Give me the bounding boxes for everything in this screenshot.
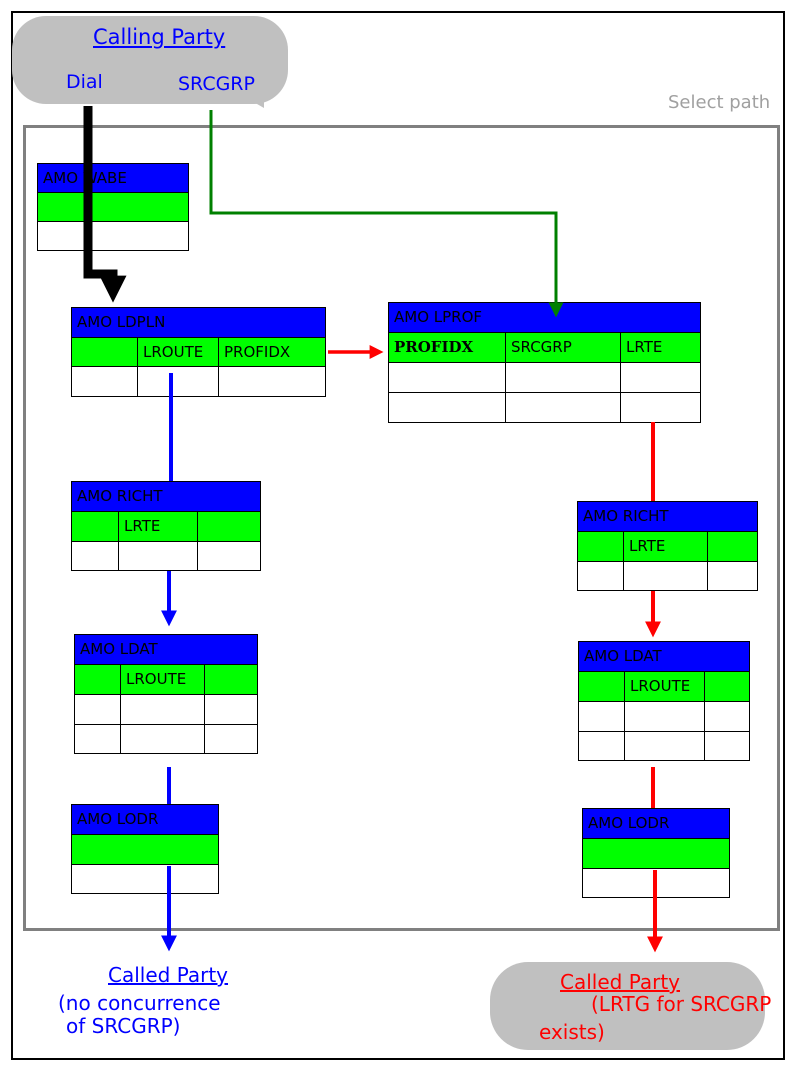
called-party-right-title: Called Party xyxy=(560,970,681,994)
outer-frame xyxy=(11,11,785,1060)
dial-label: Dial xyxy=(66,71,103,93)
table-cell xyxy=(71,366,138,397)
table-cell: PROFIDX xyxy=(388,332,506,363)
table-cell xyxy=(71,337,138,367)
table-cell: PROFIDX xyxy=(218,337,326,367)
table-header: AMO LODR xyxy=(582,808,730,839)
table-cell xyxy=(624,731,705,761)
calling-party-title: Calling Party xyxy=(93,25,226,49)
table-cell xyxy=(71,511,119,542)
table-cell xyxy=(218,366,326,397)
table-header: AMO LDPLN xyxy=(71,307,326,338)
table-cell xyxy=(704,671,750,702)
table-cell xyxy=(707,531,758,562)
table-row xyxy=(37,221,189,251)
table-row xyxy=(71,864,219,894)
table-cell xyxy=(197,541,261,571)
table-cell xyxy=(74,724,121,754)
table-cell xyxy=(577,561,624,591)
table-cell xyxy=(71,541,119,571)
table-cell xyxy=(577,531,624,562)
called-party-left-line2: of SRCGRP) xyxy=(66,1014,181,1038)
called-party-right-line2: exists) xyxy=(539,1020,605,1044)
select-path-label: Select path xyxy=(668,92,771,113)
table-header: AMO WABE xyxy=(37,163,189,193)
called-party-left-line1: (no concurrence xyxy=(58,991,221,1015)
table-cell xyxy=(623,561,708,591)
calling-party-bubble xyxy=(12,16,288,104)
table-cell: LROUTE xyxy=(137,337,219,367)
table-row xyxy=(582,838,730,869)
table-cell xyxy=(120,724,205,754)
table-cell xyxy=(704,701,750,732)
srcgrp-label: SRCGRP xyxy=(178,73,255,95)
table-cell xyxy=(388,392,506,423)
called-party-right-bubble xyxy=(490,962,765,1050)
table-cell: LROUTE xyxy=(624,671,705,702)
called-party-left-title: Called Party xyxy=(108,963,229,987)
table-cell xyxy=(118,541,198,571)
table-cell: SRCGRP xyxy=(505,332,621,363)
called-party-right-line1: (LRTG for SRCGRP xyxy=(591,992,772,1016)
select-path-box xyxy=(23,125,780,931)
table-cell xyxy=(620,392,701,423)
table-header: AMO LPROF xyxy=(388,302,701,333)
table-cell xyxy=(197,511,261,542)
dial-path-arrow xyxy=(83,106,127,303)
table-cell xyxy=(578,731,625,761)
table-cell xyxy=(707,561,758,591)
srcgrp-path-arrow xyxy=(209,110,564,318)
table-cell xyxy=(388,362,506,393)
table-cell xyxy=(620,362,701,393)
table-cell xyxy=(204,724,258,754)
table-cell xyxy=(704,731,750,761)
table-cell: LRTE xyxy=(620,332,701,363)
table-cell xyxy=(505,392,621,423)
